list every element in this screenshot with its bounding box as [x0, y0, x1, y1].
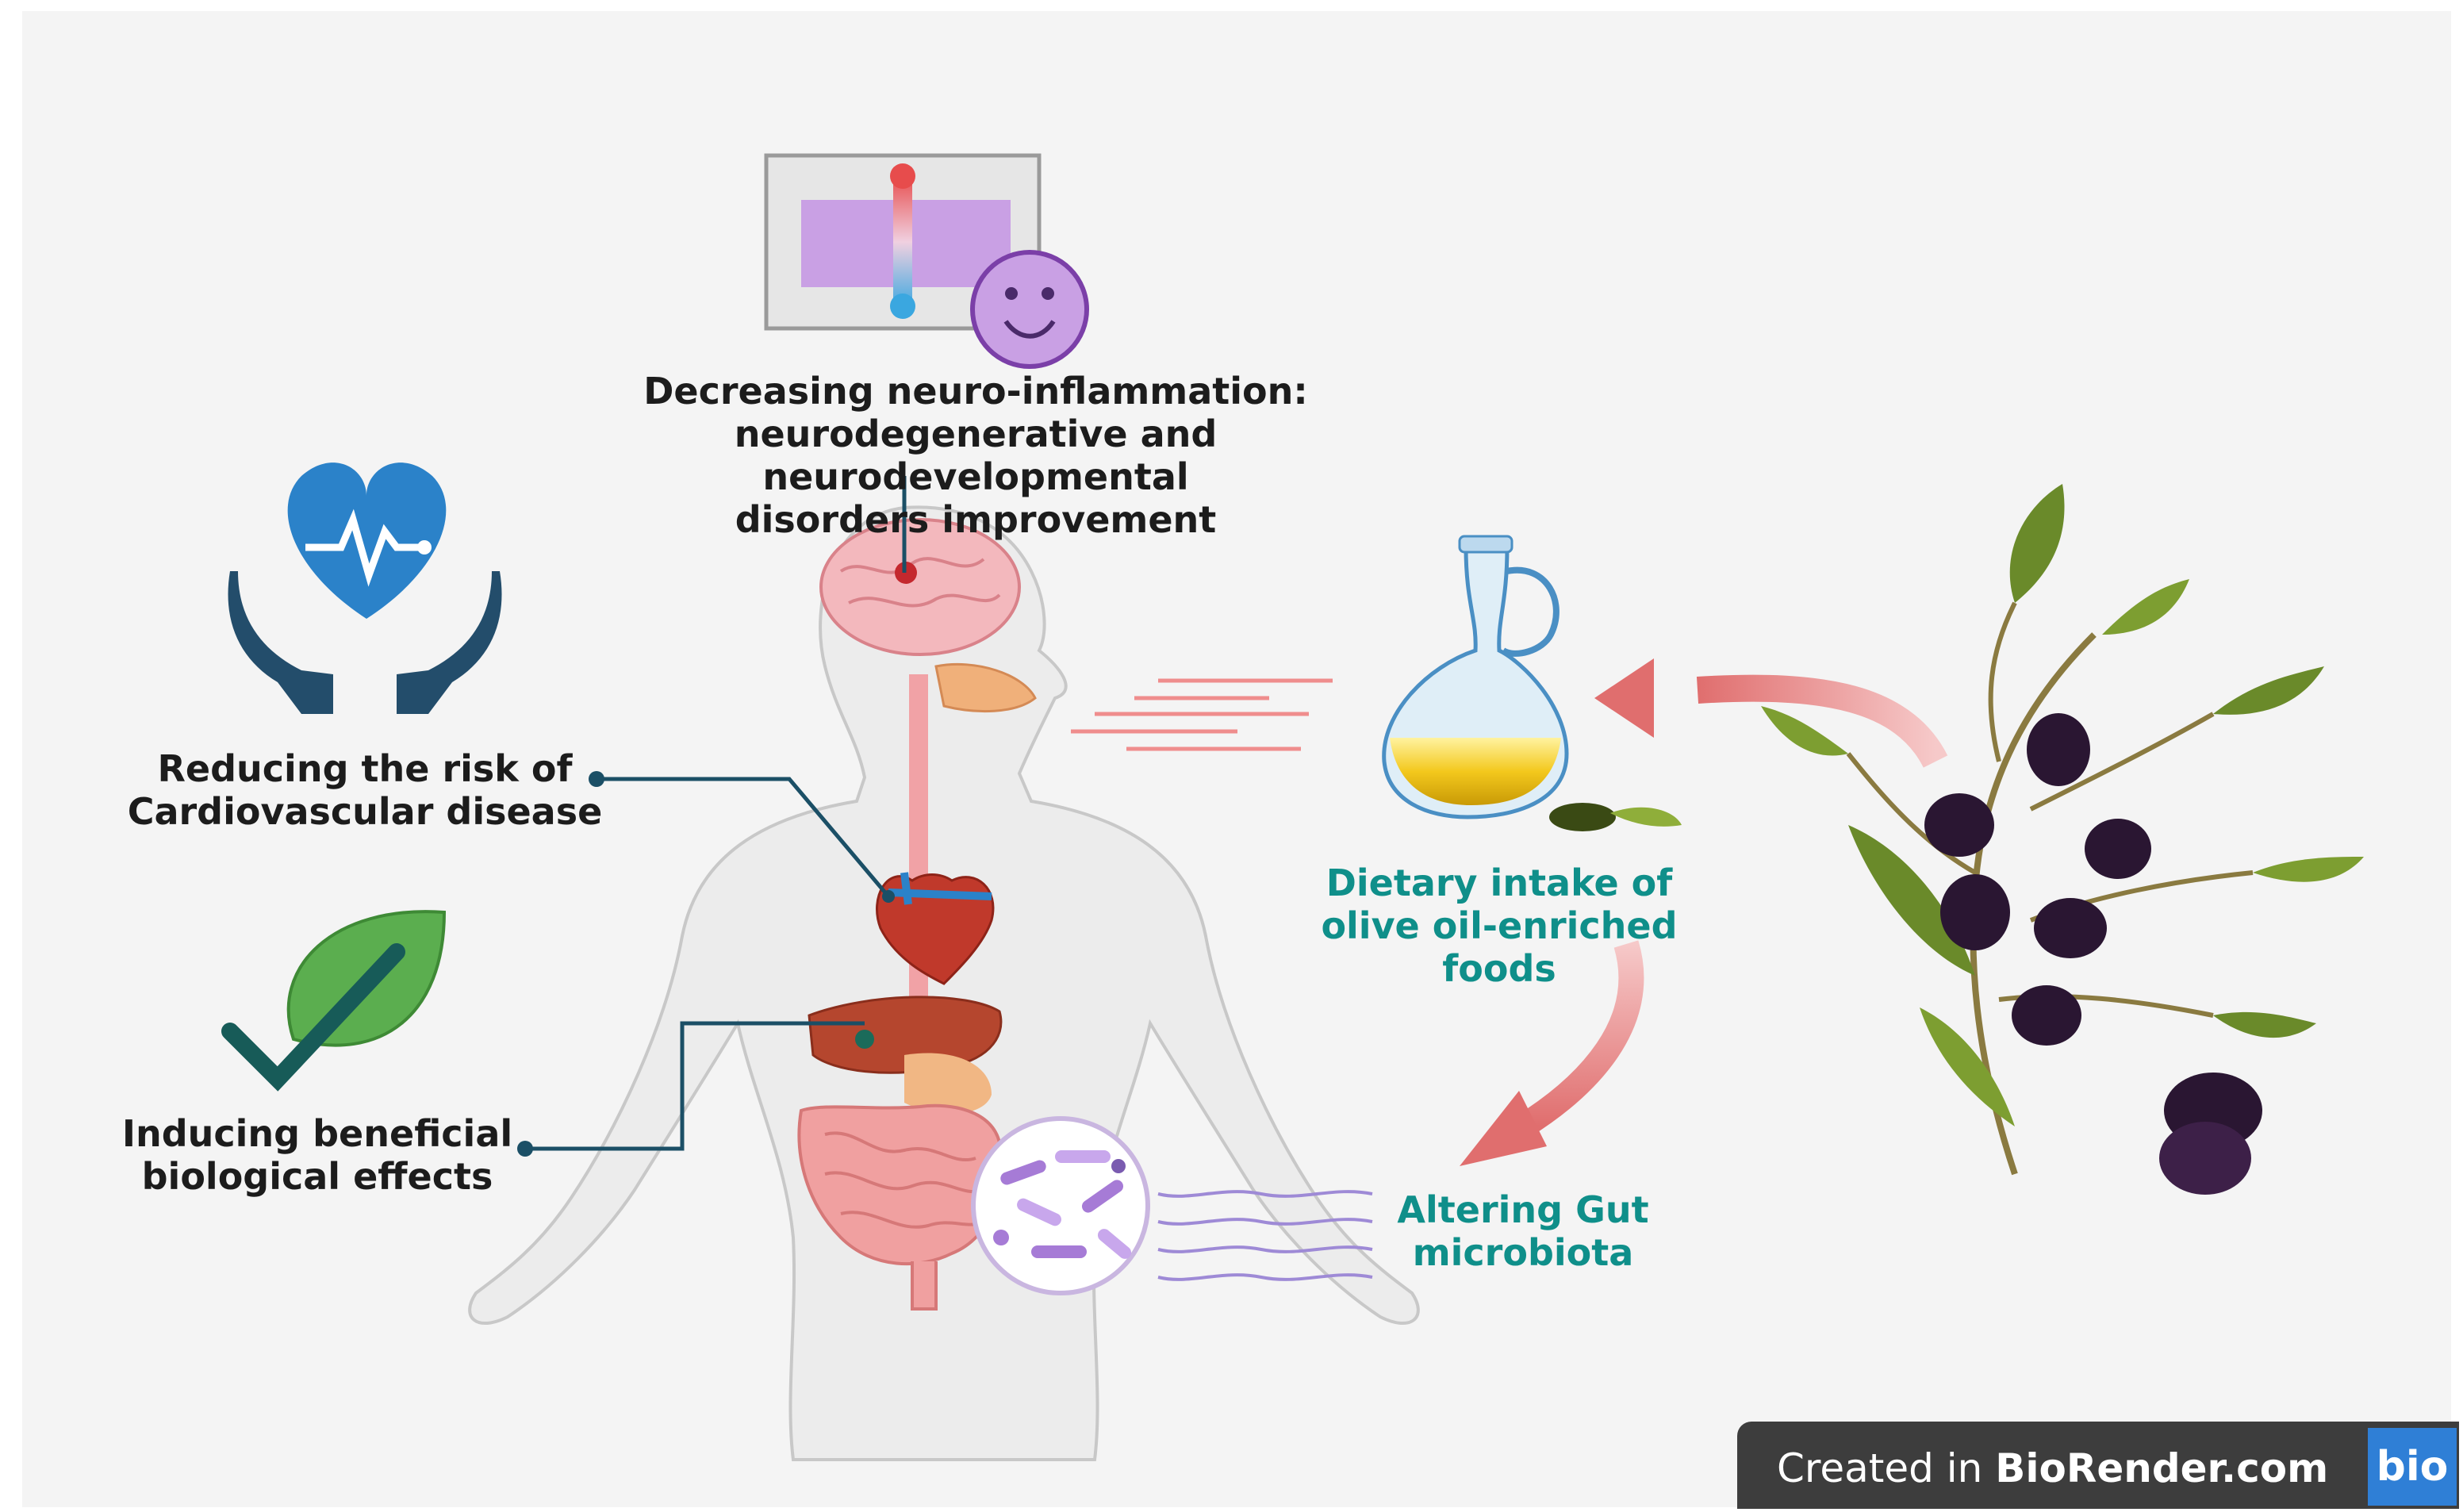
speed-lines [1071, 678, 1333, 751]
gut-label: Altering Gut microbiota [1349, 1188, 1698, 1274]
bio-effects-label-line2: biological effects [141, 1155, 493, 1198]
liver-icon [808, 996, 1003, 1074]
cardio-label-line1: Reducing the risk of [157, 747, 573, 790]
biorender-badge [1737, 1422, 2459, 1509]
bio-effects-label-line1: Inducing beneficial [121, 1112, 513, 1155]
biorender-name: BioRender.com [1995, 1445, 2329, 1491]
arrow-branch-to-jug [1594, 658, 1948, 769]
gut-label-line1: Altering Gut [1397, 1188, 1649, 1231]
neuro-label: Decreasing neuro-inflammation: neurodege… [539, 370, 1412, 541]
diet-label-line3: foods [1442, 947, 1556, 990]
arrow-jug-to-gut [1460, 940, 1644, 1166]
human-body [468, 505, 1420, 1461]
diet-label: Dietary intake of olive oil-enriched foo… [1301, 862, 1698, 990]
biorender-prefix: Created in [1777, 1445, 1996, 1491]
cardio-label-line2: Cardiovascular disease [127, 790, 603, 833]
leaf-check-icon [221, 910, 447, 1092]
heart-hands-icon [228, 462, 502, 714]
gut-label-line2: microbiota [1412, 1231, 1634, 1274]
bio-effects-label: Inducing beneficial biological effects [95, 1112, 539, 1198]
biorender-logo-icon: bio [2368, 1428, 2457, 1506]
brain-scan-icon [764, 153, 1089, 369]
neuro-label-line3: disorders improvement [735, 498, 1217, 541]
cardio-label: Reducing the risk of Cardiovascular dise… [127, 747, 603, 833]
microbiota-icon [971, 1116, 1150, 1295]
diet-label-line1: Dietary intake of [1325, 862, 1673, 904]
connector-lines [525, 476, 907, 1151]
diet-label-line2: olive oil-enriched [1321, 904, 1678, 947]
brain-icon [819, 518, 1021, 656]
neuro-label-line2: neurodegenerative and neurodevelopmental [734, 413, 1218, 498]
biorender-credit: Created in BioRender.com [1777, 1445, 2328, 1491]
smiley-icon [970, 250, 1089, 369]
gut-wave-lines [1157, 1190, 1373, 1281]
olive-branch-icon [1761, 484, 2364, 1195]
oil-jug-icon [1382, 535, 1682, 831]
neuro-label-line1: Decreasing neuro-inflammation: [643, 370, 1308, 413]
